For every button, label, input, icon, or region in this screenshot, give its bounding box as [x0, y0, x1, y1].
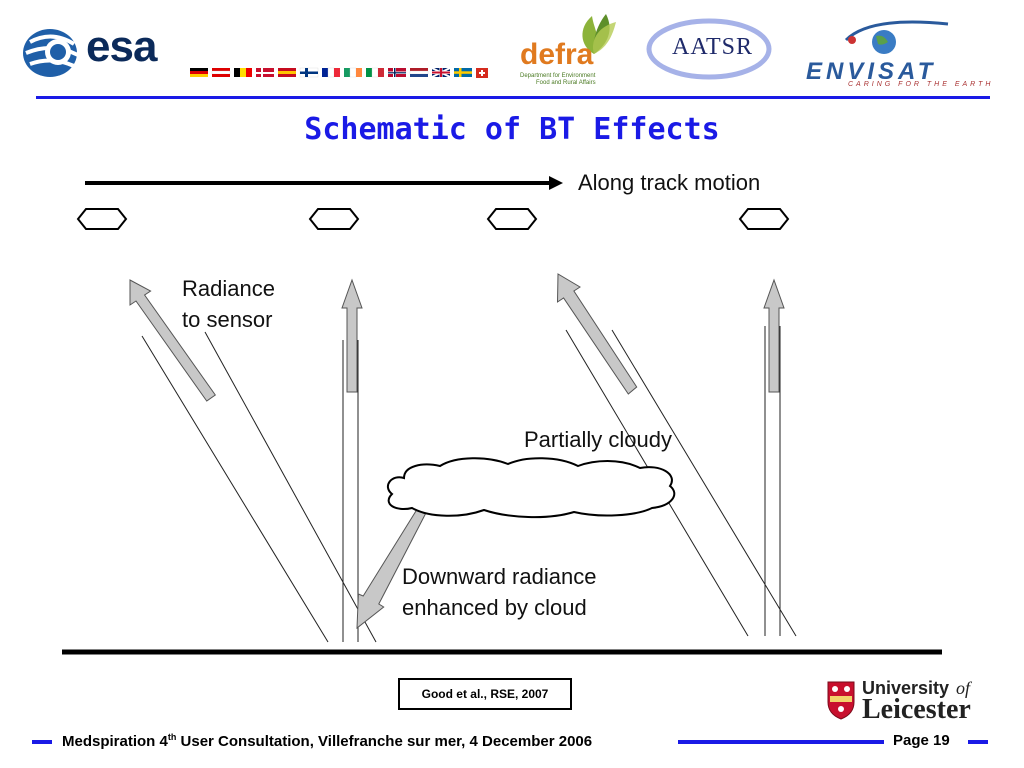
defra-subtitle-line2: Food and Rural Affairs	[536, 80, 596, 86]
citation-box: Good et al., RSE, 2007	[398, 678, 572, 710]
envisat-tagline: CARING FOR THE EARTH	[848, 81, 994, 88]
label-along-track-motion: Along track motion	[578, 170, 761, 195]
footer-bar-left	[32, 740, 52, 744]
defra-subtitle-line1: Department for Environment	[520, 73, 596, 79]
envisat-logo: ENVISAT CARING FOR THE EARTH	[800, 16, 996, 90]
label-downward-line1: Downward radiance	[402, 564, 597, 589]
nadir-beam-left	[342, 340, 359, 642]
sensor-symbol	[308, 208, 360, 230]
defra-logo-text: defra	[520, 38, 594, 71]
university-logo-of: of	[956, 678, 971, 698]
university-shield-icon	[827, 681, 855, 720]
sensor-symbol	[738, 208, 790, 230]
esa-logo: esa	[22, 22, 492, 84]
cloud-shape	[386, 457, 676, 519]
university-logo-line1: University	[862, 678, 950, 698]
oblique-beam-left	[141, 331, 377, 643]
header-rule	[36, 96, 990, 99]
nadir-beam-right	[764, 326, 781, 636]
defra-leaf-icon	[582, 14, 616, 54]
footer-event-text: Medspiration 4th User Consultation, Vill…	[62, 732, 592, 750]
radiance-arrow-oblique-right	[556, 273, 638, 395]
radiance-arrow-nadir-right	[763, 278, 785, 393]
footer-bar-right	[968, 740, 988, 744]
footer-text-sup: th	[167, 732, 177, 742]
label-radiance-line1: Radiance	[182, 276, 275, 301]
university-logo-line2: Leicester	[862, 694, 971, 725]
label-partially-cloudy: Partially cloudy	[524, 427, 672, 452]
flags-strip-icon	[190, 67, 488, 78]
along-track-arrow	[85, 176, 563, 190]
label-radiance-line2: to sensor	[182, 307, 273, 332]
footer-text-start: Medspiration 4	[62, 733, 168, 750]
envisat-logo-text: ENVISAT	[806, 58, 937, 85]
footer-bar-middle	[678, 740, 884, 744]
esa-globe-icon	[23, 29, 79, 77]
envisat-satellite-icon	[844, 20, 949, 54]
aatsr-logo-text: AATSR	[672, 34, 754, 60]
esa-logo-text: esa	[86, 22, 157, 71]
page-number: Page 19	[893, 732, 950, 749]
downward-radiance-arrow	[356, 509, 427, 630]
slide-title: Schematic of BT Effects	[304, 112, 720, 147]
university-leicester-logo: University of Leicester	[826, 678, 996, 726]
sensor-symbol	[486, 208, 538, 230]
radiance-arrow-nadir-left	[341, 278, 363, 393]
radiance-arrow-oblique-left	[129, 279, 216, 402]
footer-text-end: User Consultation, Villefranche sur mer,…	[176, 733, 593, 750]
sensor-symbol	[76, 208, 128, 230]
aatsr-logo: AATSR	[646, 18, 772, 80]
aatsr-oval-icon	[646, 18, 772, 80]
defra-logo: defra Department for Environment Food an…	[516, 8, 620, 88]
label-downward-line2: enhanced by cloud	[402, 595, 587, 620]
